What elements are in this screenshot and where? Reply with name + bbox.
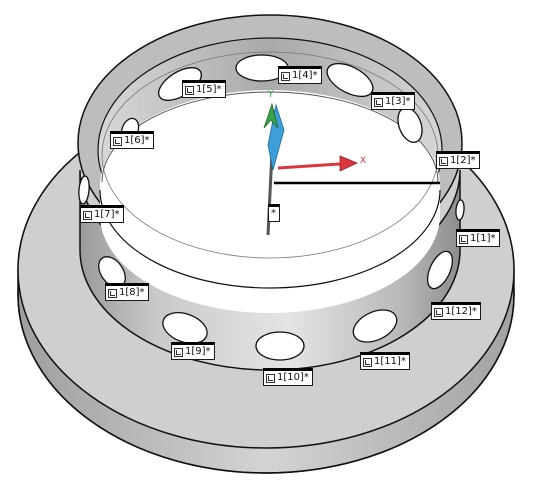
hole-feature-icon [363,357,372,367]
hole-tag-label: 1[3]* [385,96,411,107]
hole-tag-11[interactable]: 1[11]* [360,352,410,370]
hole-11 [352,309,398,343]
hole-feature-icon [185,85,194,95]
hole-feature-icon [83,210,92,220]
hole-feature-icon [459,234,468,244]
hole-feature-icon [174,347,183,357]
hole-tag-5[interactable]: 1[5]* [182,80,226,98]
hole-tag-label: 1[12]* [445,306,477,317]
hole-tag-label: 1[1]* [470,233,496,244]
hole-tag-8[interactable]: 1[8]* [105,283,149,301]
hole-tag-4[interactable]: 1[4]* [278,66,322,84]
triad-x-label: X [360,156,367,166]
hole-tag-3[interactable]: 1[3]* [371,92,415,110]
hole-1 [455,199,465,221]
hole-tag-label: 1[7]* [94,209,120,220]
hole-3 [326,62,374,98]
hole-feature-icon [108,288,117,298]
hole-tag-label: 1[10]* [277,372,309,383]
hole-tag-7[interactable]: 1[7]* [80,205,124,223]
hole-tag-label: 1[4]* [292,70,318,81]
hole-tag-2[interactable]: 1[2]* [436,151,480,169]
hole-feature-icon [281,71,290,81]
hole-tag-label: 1[5]* [196,84,222,95]
triad-y-label: Y [268,90,274,100]
hole-12 [426,250,454,290]
hole-feature-icon [113,136,122,146]
hole-tag-label: 1[11]* [374,356,406,367]
hole-9 [162,312,208,344]
hole-tag-label: 1[9]* [185,346,211,357]
hole-tag-label: 1[2]* [450,155,476,166]
hole-7 [78,175,90,205]
hole-feature-icon [266,373,275,383]
hole-10 [255,331,305,361]
origin-tag-label: * [271,208,276,219]
triad-y-arrow [263,102,279,129]
triad-x-arrow [339,155,358,172]
triad-z-arrow [267,103,285,171]
hole-feature-icon [374,97,383,107]
bore-bottom-edge [99,189,441,289]
hole-tag-1[interactable]: 1[1]* [456,229,500,247]
hole-feature-icon [434,307,443,317]
hole-tag-10[interactable]: 1[10]* [263,368,313,386]
hole-tag-6[interactable]: 1[6]* [110,131,154,149]
hole-tag-label: 1[6]* [124,135,150,146]
hole-tag-label: 1[8]* [119,287,145,298]
hole-feature-icon [439,156,448,166]
hole-tag-12[interactable]: 1[12]* [431,302,481,320]
origin-tag[interactable]: * [268,204,280,222]
hole-tag-9[interactable]: 1[9]* [171,342,215,360]
